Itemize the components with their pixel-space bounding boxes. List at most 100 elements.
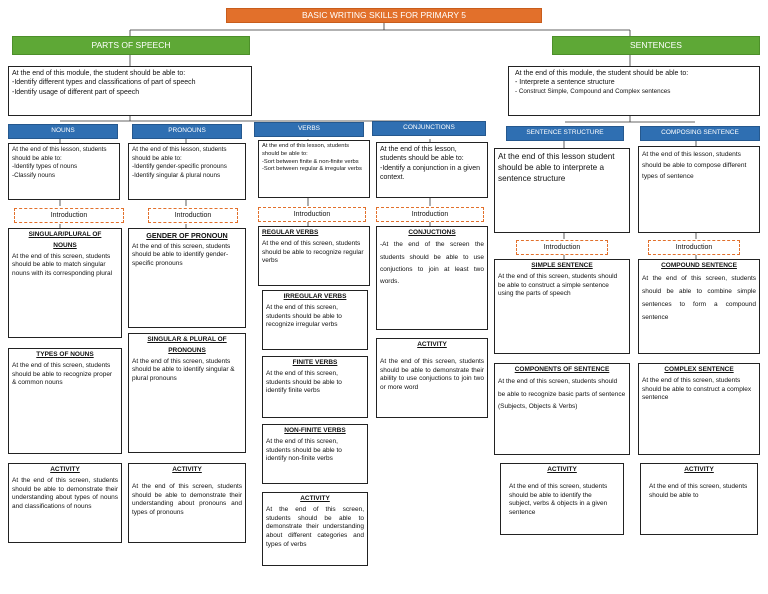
nouns-introduction[interactable]: Introduction: [14, 208, 124, 223]
singular-plural-pronouns-title-1: SINGULAR & PLURAL OF: [147, 336, 227, 343]
simple-sentence-text: At the end of this screen, students shou…: [498, 272, 618, 298]
singular-plural-nouns-title-1: SINGULAR/PLURAL OF: [28, 231, 102, 238]
verbs-header: VERBS: [254, 122, 364, 137]
finite-verbs-box[interactable]: FINITE VERBS At the end of this screen, …: [262, 356, 368, 418]
verbs-goal: At the end of this lesson, students shou…: [258, 140, 370, 198]
verbs-goal-intro: At the end of this lesson, students shou…: [262, 143, 350, 157]
nouns-activity-box[interactable]: ACTIVITY At the end of this screen, stud…: [8, 463, 122, 543]
verbs-activity-title: ACTIVITY: [300, 495, 330, 502]
parts-of-speech-header: PARTS OF SPEECH: [12, 36, 250, 55]
complex-sentence-title: COMPLEX SENTENCE: [664, 366, 734, 373]
nouns-goal-1: -Identify types of nouns: [12, 163, 78, 170]
nouns-header: NOUNS: [8, 124, 118, 139]
non-finite-verbs-text: At the end of this screen, students shou…: [266, 437, 342, 463]
singular-plural-pronouns-text: At the end of this screen, students shou…: [132, 357, 235, 383]
nouns-goal-2: -Classify nouns: [12, 171, 56, 179]
cs-activity-text: At the end of this screen, students shou…: [649, 482, 748, 499]
components-of-sentence-title: COMPONENTS OF SENTENCE: [514, 366, 610, 373]
pronouns-activity-text: At the end of this screen, students shou…: [132, 482, 242, 517]
components-of-sentence-box[interactable]: COMPONENTS OF SENTENCE At the end of thi…: [494, 363, 630, 455]
sentence-structure-header: SENTENCE STRUCTURE: [506, 126, 624, 141]
parts-of-speech-objectives: At the end of this module, the student s…: [8, 66, 252, 116]
conjunctions-activity-box[interactable]: ACTIVITY At the end of this screen, stud…: [376, 338, 488, 418]
pronouns-activity-box[interactable]: ACTIVITY At the end of this screen, stud…: [128, 463, 246, 543]
singular-plural-pronouns-title-2: PRONOUNS: [168, 346, 206, 354]
pronouns-introduction[interactable]: Introduction: [148, 208, 238, 223]
types-of-nouns-box[interactable]: TYPES OF NOUNS At the end of this screen…: [8, 348, 122, 454]
types-of-nouns-title: TYPES OF NOUNS: [36, 351, 94, 358]
singular-plural-nouns-title-2: NOUNS: [53, 241, 77, 249]
main-title: BASIC WRITING SKILLS FOR PRIMARY 5: [226, 8, 542, 23]
conjunctions-activity-text: At the end of this screen, students shou…: [380, 357, 484, 392]
finite-verbs-text: At the end of this screen, students shou…: [266, 369, 342, 395]
ss-goal-text: At the end of this lesson student should…: [498, 152, 615, 184]
irregular-verbs-text: At the end of this screen, students shou…: [266, 303, 342, 329]
irregular-verbs-title: IRREGULAR VERBS: [283, 293, 347, 300]
compound-sentence-box[interactable]: COMPOUND SENTENCE At the end of this scr…: [638, 259, 760, 354]
pronouns-activity-title: ACTIVITY: [172, 466, 202, 473]
pronouns-goal-2: -Identify singular & plural nouns: [132, 171, 221, 179]
compound-sentence-title: COMPOUND SENTENCE: [661, 262, 737, 269]
composing-sentence-goal: At the end of this lesson, students shou…: [638, 146, 760, 233]
sent-objective-intro: At the end of this module, the student s…: [515, 70, 689, 77]
composing-sentence-header: COMPOSING SENTENCE: [640, 126, 760, 141]
non-finite-verbs-title: NON-FINITE VERBS: [284, 427, 346, 434]
nouns-activity-text: At the end of this screen, students shou…: [12, 476, 118, 511]
verbs-goal-2: -Sort between regular & irregular verbs: [262, 166, 362, 173]
singular-plural-pronouns-box[interactable]: SINGULAR & PLURAL OF PRONOUNS At the end…: [128, 333, 246, 453]
components-of-sentence-text: At the end of this screen, students shou…: [498, 378, 626, 411]
gender-of-pronoun-box[interactable]: GENDER OF PRONOUN At the end of this scr…: [128, 228, 246, 328]
conjunctions-header: CONJUNCTIONS: [372, 121, 486, 136]
verbs-goal-1: -Sort between finite & non-finite verbs: [262, 158, 359, 165]
verbs-introduction[interactable]: Introduction: [258, 207, 366, 222]
sent-objective-1: - Interprete a sentence structure: [515, 79, 615, 87]
verbs-activity-box[interactable]: ACTIVITY At the end of this screen, stud…: [262, 492, 368, 566]
conjunctions-title: CONJUCTIONS: [408, 229, 456, 236]
simple-sentence-box[interactable]: SIMPLE SENTENCE At the end of this scree…: [494, 259, 630, 354]
singular-plural-nouns-text: At the end of this screen, students shou…: [12, 252, 113, 278]
ss-activity-title: ACTIVITY: [547, 466, 577, 473]
nouns-goal: At the end of this lesson, students shou…: [8, 143, 120, 200]
gender-of-pronoun-text: At the end of this screen, students shou…: [132, 242, 231, 268]
simple-sentence-title: SIMPLE SENTENCE: [531, 262, 593, 269]
regular-verbs-title: REGULAR VERBS: [262, 229, 319, 236]
composing-sentence-activity-box[interactable]: ACTIVITY At the end of this screen, stud…: [640, 463, 758, 535]
sent-objective-2: - Construct Simple, Compound and Complex…: [515, 87, 671, 95]
pronouns-goal: At the end of this lesson, students shou…: [128, 143, 246, 200]
complex-sentence-box[interactable]: COMPLEX SENTENCE At the end of this scre…: [638, 363, 760, 455]
composing-sentence-introduction[interactable]: Introduction: [648, 240, 740, 255]
conj-goal-intro: At the end of this lesson, students shou…: [380, 146, 464, 163]
irregular-verbs-box[interactable]: IRREGULAR VERBS At the end of this scree…: [262, 290, 368, 350]
pronouns-goal-intro: At the end of this lesson, students shou…: [132, 146, 227, 162]
finite-verbs-title: FINITE VERBS: [292, 359, 338, 366]
cs-activity-title: ACTIVITY: [684, 466, 714, 473]
conjunctions-introduction[interactable]: Introduction: [376, 207, 484, 222]
compound-sentence-text: At the end of this screen, students shou…: [642, 275, 756, 322]
pronouns-goal-1: -Identify gender-specific pronouns: [132, 163, 227, 170]
sentence-structure-goal: At the end of this lesson student should…: [494, 148, 630, 233]
conjunctions-text: -At the end of the screen the students s…: [380, 241, 484, 286]
singular-plural-nouns-box[interactable]: SINGULAR/PLURAL OF NOUNS At the end of t…: [8, 228, 122, 338]
non-finite-verbs-box[interactable]: NON-FINITE VERBS At the end of this scre…: [262, 424, 368, 484]
regular-verbs-box[interactable]: REGULAR VERBS At the end of this screen,…: [258, 226, 370, 286]
ss-activity-text: At the end of this screen, students shou…: [509, 482, 608, 517]
sentence-structure-activity-box[interactable]: ACTIVITY At the end of this screen, stud…: [500, 463, 624, 535]
cs-goal-text: At the end of this lesson, students shou…: [642, 151, 747, 181]
pos-objective-2: -Identify usage of different part of spe…: [12, 88, 140, 96]
sentences-header: SENTENCES: [552, 36, 760, 55]
sentence-structure-introduction[interactable]: Introduction: [516, 240, 608, 255]
nouns-goal-intro: At the end of this lesson, students shou…: [12, 146, 107, 162]
complex-sentence-text: At the end of this screen, students shou…: [642, 376, 752, 402]
conjunctions-goal: At the end of this lesson, students shou…: [376, 142, 488, 198]
pos-objective-1: -Identify different types and classifica…: [12, 79, 196, 87]
conjunctions-activity-title: ACTIVITY: [417, 341, 447, 348]
conjunctions-box[interactable]: CONJUCTIONS -At the end of the screen th…: [376, 226, 488, 330]
regular-verbs-text: At the end of this screen, students shou…: [262, 239, 364, 265]
sentences-objectives: At the end of this module, the student s…: [508, 66, 760, 116]
pronouns-header: PRONOUNS: [132, 124, 242, 139]
types-of-nouns-text: At the end of this screen, students shou…: [12, 361, 113, 387]
verbs-activity-text: At the end of this screen, students shou…: [266, 505, 364, 548]
conj-goal-1: -Identify a conjunction in a given conte…: [380, 164, 481, 182]
nouns-activity-title: ACTIVITY: [50, 466, 80, 473]
pos-objective-intro: At the end of this module, the student s…: [12, 70, 186, 77]
